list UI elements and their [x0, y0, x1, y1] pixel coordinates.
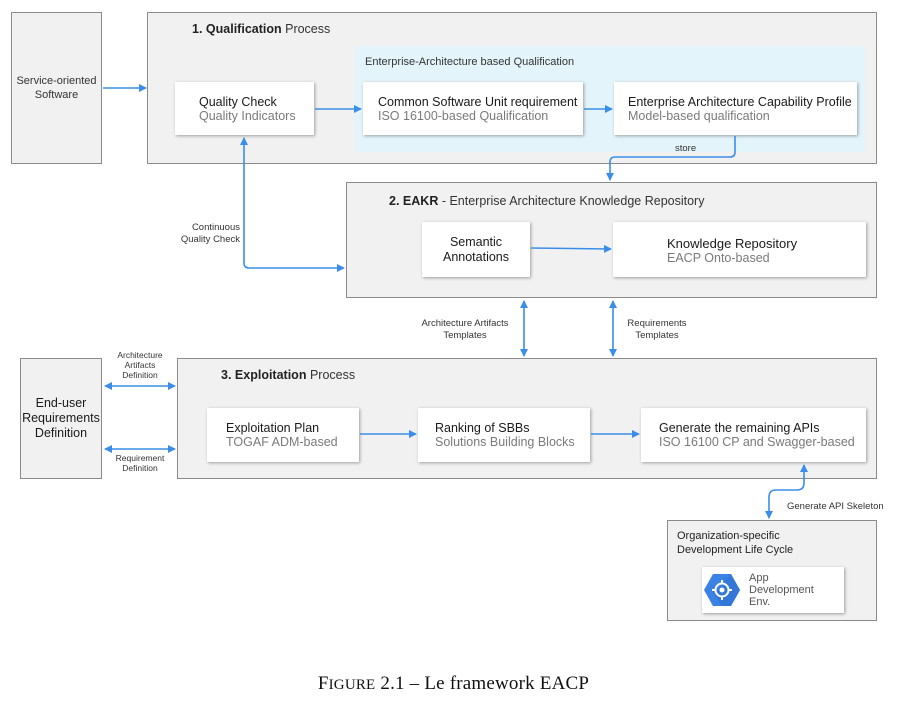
- org-lifecycle-line1: Organization-specific: [677, 530, 780, 542]
- arrow-store: [606, 136, 736, 181]
- artifacts-templates-label: Architecture Artifacts Templates: [421, 318, 509, 341]
- common-unit-title: Common Software Unit requirement: [378, 95, 578, 109]
- semantic-annotations-box: Semantic Annotations: [422, 222, 530, 277]
- app-env-line3: Env.: [749, 596, 771, 608]
- arrow-semantic-to-repo: [530, 244, 612, 253]
- knowledge-repository-subtitle: EACP Onto-based: [667, 251, 770, 265]
- requirement-definition-label: Requirement Definition: [115, 453, 165, 473]
- generate-apis-subtitle: ISO 16100 CP and Swagger-based: [659, 435, 855, 449]
- common-unit-subtitle: ISO 16100-based Qualification: [378, 109, 549, 123]
- generate-apis-title: Generate the remaining APIs: [659, 421, 820, 435]
- knowledge-repository-title: Knowledge Repository: [667, 236, 798, 251]
- eacp-subtitle: Model-based qualification: [628, 109, 770, 123]
- architecture-definition-label: Architecture Artifacts Definition: [117, 350, 163, 380]
- arrow-generate-skeleton: [765, 464, 808, 519]
- continuous-check-label: Continuous Quality Check: [180, 222, 240, 245]
- app-env-line1: App: [749, 572, 769, 584]
- requirements-templates-label: Requirements Templates: [627, 318, 687, 341]
- exploitation-plan-title: Exploitation Plan: [226, 421, 320, 435]
- semantic-line1: Semantic: [449, 234, 503, 249]
- gear-hexagon-icon: [704, 572, 740, 608]
- eacp-title: Enterprise Architecture Capability Profi…: [628, 95, 852, 109]
- org-lifecycle-line2: Development Life Cycle: [677, 544, 794, 556]
- app-dev-env-box: App Development Env.: [702, 567, 844, 613]
- eacp-box: Enterprise Architecture Capability Profi…: [614, 82, 857, 135]
- exploitation-plan-box: Exploitation Plan TOGAF ADM-based: [207, 408, 359, 462]
- service-software-box: Service-oriented Software: [11, 12, 102, 164]
- service-software-label: Service-oriented Software: [16, 75, 97, 101]
- figure-caption: FIGURE 2.1 – Le framework EACP: [317, 673, 590, 694]
- end-user-requirements-box: End-user Requirements Definition: [20, 358, 102, 479]
- semantic-line2: Annotations: [442, 249, 510, 264]
- qualification-title: 1. Qualification Process: [192, 22, 331, 36]
- knowledge-repository-box: Knowledge Repository EACP Onto-based: [613, 222, 866, 277]
- exploitation-title: 3. Exploitation Process: [221, 368, 356, 382]
- quality-check-subtitle: Quality Indicators: [199, 109, 296, 123]
- app-env-line2: Development: [749, 584, 814, 596]
- arrow-continuous-check: [240, 137, 345, 272]
- ranking-sbbs-box: Ranking of SBBs Solutions Building Block…: [418, 408, 590, 462]
- ranking-sbbs-title: Ranking of SBBs: [435, 421, 530, 435]
- store-label: store: [675, 143, 697, 154]
- common-unit-box: Common Software Unit requirement ISO 161…: [363, 82, 583, 135]
- generate-skeleton-label: Generate API Skeleton: [787, 501, 884, 512]
- ea-qualification-label: Enterprise-Architecture based Qualificat…: [365, 56, 575, 68]
- eakr-title: 2. EAKR - Enterprise Architecture Knowle…: [389, 194, 705, 208]
- quality-check-box: Quality Check Quality Indicators: [175, 82, 314, 135]
- exploitation-plan-subtitle: TOGAF ADM-based: [226, 435, 338, 449]
- generate-apis-box: Generate the remaining APIs ISO 16100 CP…: [641, 408, 866, 462]
- quality-check-title: Quality Check: [199, 95, 277, 109]
- ranking-sbbs-subtitle: Solutions Building Blocks: [435, 435, 575, 449]
